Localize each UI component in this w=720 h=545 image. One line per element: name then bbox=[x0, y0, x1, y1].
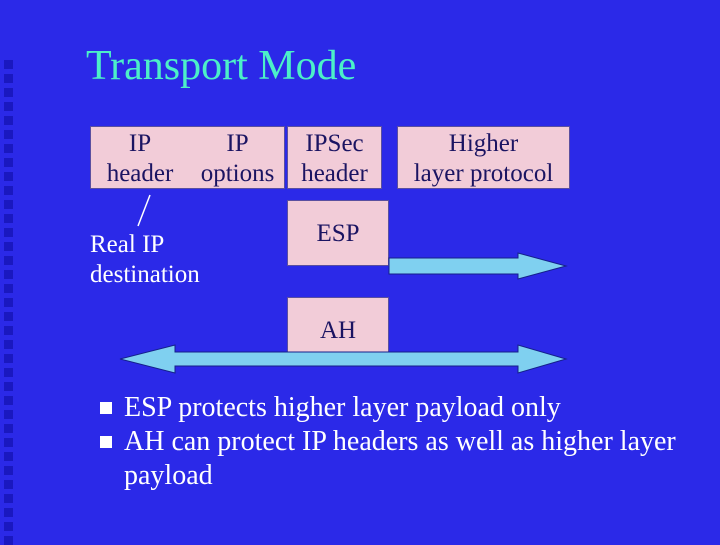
edge-square bbox=[4, 102, 13, 111]
edge-square bbox=[4, 368, 13, 377]
edge-square bbox=[4, 130, 13, 139]
edge-square bbox=[4, 228, 13, 237]
edge-square bbox=[4, 256, 13, 265]
higher-layer-protocol-box: Higher layer protocol bbox=[397, 126, 570, 189]
ipsec-header-box: IPSec header bbox=[287, 126, 382, 189]
ah-label: AH bbox=[319, 317, 357, 344]
edge-square bbox=[4, 354, 13, 363]
edge-square bbox=[4, 424, 13, 433]
ip-options-line1: IP bbox=[226, 130, 249, 157]
ipsec-header-line1: IPSec bbox=[305, 130, 364, 157]
bullet-item: AH can protect IP headers as well as hig… bbox=[100, 425, 710, 493]
edge-square bbox=[4, 186, 13, 195]
edge-square bbox=[4, 326, 13, 335]
ip-header-line1: IP bbox=[128, 130, 152, 157]
edge-square bbox=[4, 284, 13, 293]
edge-square bbox=[4, 74, 13, 83]
edge-square bbox=[4, 438, 13, 447]
edge-square bbox=[4, 270, 13, 279]
bullet-item: ESP protects higher layer payload only bbox=[100, 391, 710, 425]
edge-square bbox=[4, 480, 13, 489]
edge-square bbox=[4, 410, 13, 419]
bullet-square-icon bbox=[100, 436, 112, 448]
higher-layer-line2: layer protocol bbox=[413, 160, 554, 187]
real-ip-destination-annotation: Real IP destination bbox=[90, 230, 200, 290]
bullet-text: AH can protect IP headers as well as hig… bbox=[124, 426, 676, 491]
edge-square bbox=[4, 494, 13, 503]
edge-square bbox=[4, 522, 13, 531]
ip-header-line2: header bbox=[106, 160, 174, 187]
edge-square bbox=[4, 158, 13, 167]
edge-square bbox=[4, 382, 13, 391]
edge-square bbox=[4, 172, 13, 181]
edge-square bbox=[4, 214, 13, 223]
annotation-line1: Real IP bbox=[90, 231, 165, 258]
edge-square bbox=[4, 116, 13, 125]
edge-square bbox=[4, 466, 13, 475]
edge-square bbox=[4, 242, 13, 251]
esp-box: ESP bbox=[287, 200, 389, 266]
edge-square bbox=[4, 60, 13, 69]
bullet-text: ESP protects higher layer payload only bbox=[124, 392, 561, 423]
edge-square bbox=[4, 200, 13, 209]
bullet-list: ESP protects higher layer payload only A… bbox=[100, 391, 710, 493]
edge-square bbox=[4, 312, 13, 321]
ip-header-cell: IP header bbox=[91, 129, 189, 189]
esp-coverage-arrow bbox=[388, 252, 568, 280]
ip-options-line2: options bbox=[200, 160, 275, 187]
bullet-square-icon bbox=[100, 402, 112, 414]
ip-header-and-options-box: IP header IP options bbox=[90, 126, 285, 189]
edge-square bbox=[4, 88, 13, 97]
annotation-pointer-line bbox=[137, 194, 151, 227]
decorative-edge-squares bbox=[0, 0, 18, 545]
edge-square bbox=[4, 298, 13, 307]
slide-title: Transport Mode bbox=[86, 43, 357, 89]
edge-square bbox=[4, 396, 13, 405]
higher-layer-line1: Higher bbox=[448, 130, 519, 157]
ah-coverage-double-arrow bbox=[119, 344, 568, 374]
edge-square bbox=[4, 340, 13, 349]
ip-options-cell: IP options bbox=[189, 129, 286, 189]
annotation-line2: destination bbox=[90, 261, 200, 288]
edge-square bbox=[4, 508, 13, 517]
esp-label: ESP bbox=[316, 220, 360, 247]
edge-square bbox=[4, 452, 13, 461]
ipsec-header-line2: header bbox=[301, 160, 368, 187]
edge-square bbox=[4, 144, 13, 153]
